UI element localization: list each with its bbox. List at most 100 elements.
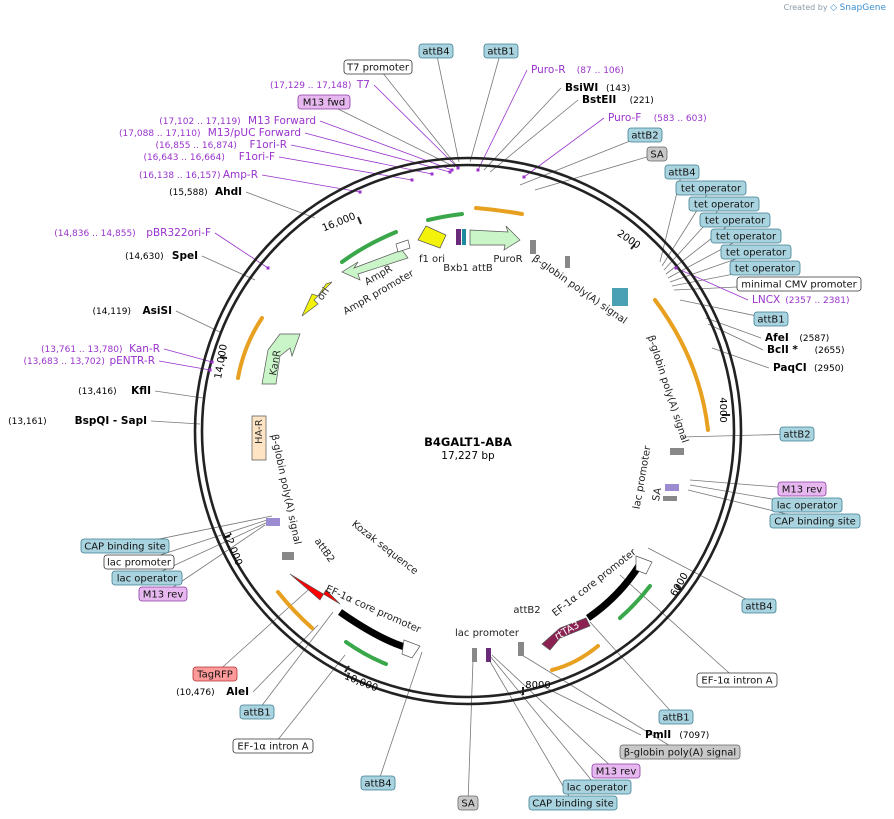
feature-box[interactable]: attB2 [627, 127, 663, 143]
feature-box[interactable]: attB1 [753, 311, 789, 327]
primer-label[interactable]: pBR322ori-F(14,836 .. 14,855) [54, 227, 270, 270]
feature-box[interactable]: M13 rev [777, 481, 827, 497]
arc-lower-left-green [344, 640, 388, 666]
feature-box[interactable]: M13 fwd [297, 94, 351, 110]
site-position: (13,161) [8, 417, 47, 427]
feature-box-bg [699, 212, 771, 228]
restriction-site[interactable]: BstEII(221) [582, 94, 654, 106]
feature-box[interactable]: CAP binding site [769, 513, 861, 529]
feature-box-bg [771, 497, 843, 513]
feature-box[interactable]: lac operator [562, 779, 632, 795]
feature-box[interactable]: minimal CMV promoter [736, 276, 862, 292]
primer-label[interactable]: T7(17,129 .. 17,148) [270, 79, 460, 170]
box-leader-line [487, 657, 574, 804]
feature-box[interactable]: tet operator [720, 244, 792, 260]
restriction-site[interactable]: AsiSI(14,119) [92, 305, 172, 317]
sa-marker-lower [518, 642, 524, 656]
puror-arrow[interactable] [469, 225, 521, 251]
feature-box[interactable]: tet operator [699, 212, 771, 228]
feature-box[interactable]: M13 rev [138, 586, 188, 602]
feature-box[interactable]: attB4 [664, 164, 700, 180]
feature-box[interactable]: T7 promoter [343, 59, 413, 75]
feature-box[interactable]: β-globin poly(A) signal [619, 744, 741, 760]
restriction-site[interactable]: BsiWI(143) [565, 82, 630, 94]
feature-box-label: attB1 [662, 713, 689, 724]
feature-box[interactable]: lac operator [771, 497, 843, 513]
feature-box[interactable]: tet operator [729, 260, 801, 276]
restriction-site[interactable]: BclI *(2655) [767, 344, 845, 356]
ori-arrow[interactable] [301, 281, 333, 317]
site-leader-line [539, 684, 642, 736]
restriction-site[interactable]: PaqCI(2950) [773, 362, 844, 374]
site-name: KflI [131, 385, 151, 397]
feature-box-label: EF-1α intron A [701, 676, 772, 687]
feature-box[interactable]: TagRFP [192, 666, 238, 682]
feature-box[interactable]: M13 rev [591, 763, 641, 779]
feature-box[interactable]: tet operator [675, 180, 747, 196]
site-leader-line [252, 624, 319, 693]
primer-position: (16,855 .. 16,874) [155, 141, 236, 151]
primer-label[interactable]: M13 Forward(17,102 .. 17,119) [159, 115, 454, 172]
feature-box[interactable]: lac operator [111, 570, 183, 586]
restriction-site[interactable]: AleI(10,476) [176, 686, 249, 698]
feature-box[interactable]: attB4 [360, 775, 396, 791]
ampr-promoter-arrow[interactable] [395, 239, 411, 253]
box-leader-line [435, 50, 460, 163]
feature-box-label: tet operator [716, 232, 777, 243]
feature-box[interactable]: CAP binding site [80, 538, 170, 554]
ef1a-core-promoter-lower-left[interactable] [337, 609, 410, 652]
feature-box[interactable]: SA [457, 795, 479, 811]
primer-label[interactable]: pENTR-R(13,683 .. 13,702) [23, 355, 212, 372]
primer-label[interactable]: F1ori-R(16,855 .. 16,874) [155, 139, 434, 176]
kozak-arrow[interactable] [401, 639, 421, 659]
feature-box[interactable]: tet operator [688, 196, 760, 212]
feature-box[interactable]: attB1 [239, 704, 275, 720]
ha-r-arrow[interactable] [251, 415, 267, 461]
restriction-site[interactable]: PmlI(7097) [645, 729, 709, 741]
feature-box[interactable]: SA [646, 146, 668, 162]
restriction-site[interactable]: KflI(13,416) [78, 385, 151, 397]
promoter-white-arrow[interactable] [635, 555, 653, 575]
primer-label[interactable]: LNCX(2357 .. 2381) [674, 266, 850, 307]
primer-label[interactable]: F1ori-F(16,643 .. 16,664) [143, 151, 414, 182]
primer-label[interactable]: Amp-R(16,138 .. 16,157) [139, 169, 362, 194]
feature-box-label: lac promoter [107, 558, 172, 569]
feature-box-bg [688, 196, 760, 212]
restriction-site[interactable]: BspQI - SapI(13,161) [8, 415, 147, 427]
feature-box[interactable]: attB2 [779, 426, 815, 442]
feature-box[interactable]: EF-1α intron A [232, 738, 314, 754]
tagrfp-arrow[interactable] [289, 573, 341, 605]
restriction-site[interactable]: AfeI(2587) [765, 332, 829, 344]
feature-box-bg [360, 775, 396, 791]
feature-box-label: SA [461, 799, 475, 810]
feature-box[interactable]: lac promoter [103, 554, 175, 570]
f1-ori-arrow[interactable] [417, 225, 447, 249]
feature-box-label: CAP binding site [84, 542, 166, 553]
site-name: AleI [226, 686, 249, 698]
kanr-arrow[interactable] [261, 333, 301, 385]
feature-box[interactable]: attB1 [483, 43, 519, 59]
primer-leader-line [290, 144, 433, 175]
box-leader-line [256, 611, 334, 713]
ampr-arrow[interactable] [341, 249, 409, 281]
restriction-site[interactable]: AhdI(15,588) [169, 186, 242, 198]
rtta3-arrow[interactable] [541, 617, 591, 651]
restriction-site[interactable]: SpeI(14,630) [125, 250, 198, 262]
primer-label[interactable]: Kan-R(13,761 .. 13,780) [41, 343, 214, 364]
primer-label[interactable]: Puro-F(583 .. 603) [522, 112, 707, 179]
primer-label[interactable]: M13/pUC Forward(17,088 .. 17,110) [119, 127, 452, 174]
feature-box-label: CAP binding site [774, 517, 856, 528]
feature-box[interactable]: attB1 [658, 709, 694, 725]
primer-name: F1ori-F [239, 151, 275, 163]
feature-box[interactable]: attB4 [741, 598, 777, 614]
feature-box[interactable]: CAP binding site [528, 795, 618, 811]
feature-label: lac promoter [455, 628, 520, 639]
primer-label[interactable]: Puro-R(87 .. 106) [476, 64, 624, 172]
box-leader-line [272, 654, 346, 747]
box-leader-line [619, 574, 738, 681]
feature-box[interactable]: attB4 [418, 43, 454, 59]
site-name: PmlI [645, 729, 671, 741]
feature-box[interactable]: EF-1α intron A [696, 672, 778, 688]
feature-box[interactable]: tet operator [710, 228, 782, 244]
